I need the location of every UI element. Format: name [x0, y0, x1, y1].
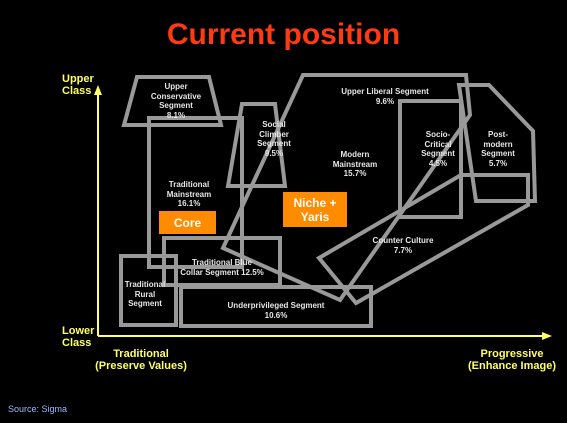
social-climber-shape: [225, 102, 288, 188]
x-axis-right-label: Progressive (Enhance Image): [467, 348, 557, 372]
socio-critical-shape: [398, 99, 463, 219]
y-axis-bottom-label: Lower Class: [62, 325, 95, 349]
slide-title: Current position: [166, 18, 401, 51]
post-modern-shape: [456, 83, 538, 203]
underprivileged-shape: [179, 285, 373, 328]
niche-yaris-badge: Niche + Yaris: [283, 192, 347, 227]
core-badge: Core: [159, 211, 216, 234]
counter-culture-shape: [315, 173, 530, 306]
source-note: Source: Sigma: [8, 404, 68, 414]
upper-conservative-shape: [121, 75, 224, 127]
traditional-mainstream-shape: [147, 116, 244, 269]
traditional-rural-shape: [119, 254, 178, 327]
y-axis-arrowhead: [94, 85, 102, 95]
x-axis-left-label: Traditional (Preserve Values): [95, 348, 187, 372]
x-axis-arrowhead: [542, 332, 552, 340]
y-axis-top-label: Upper Class: [62, 73, 94, 97]
